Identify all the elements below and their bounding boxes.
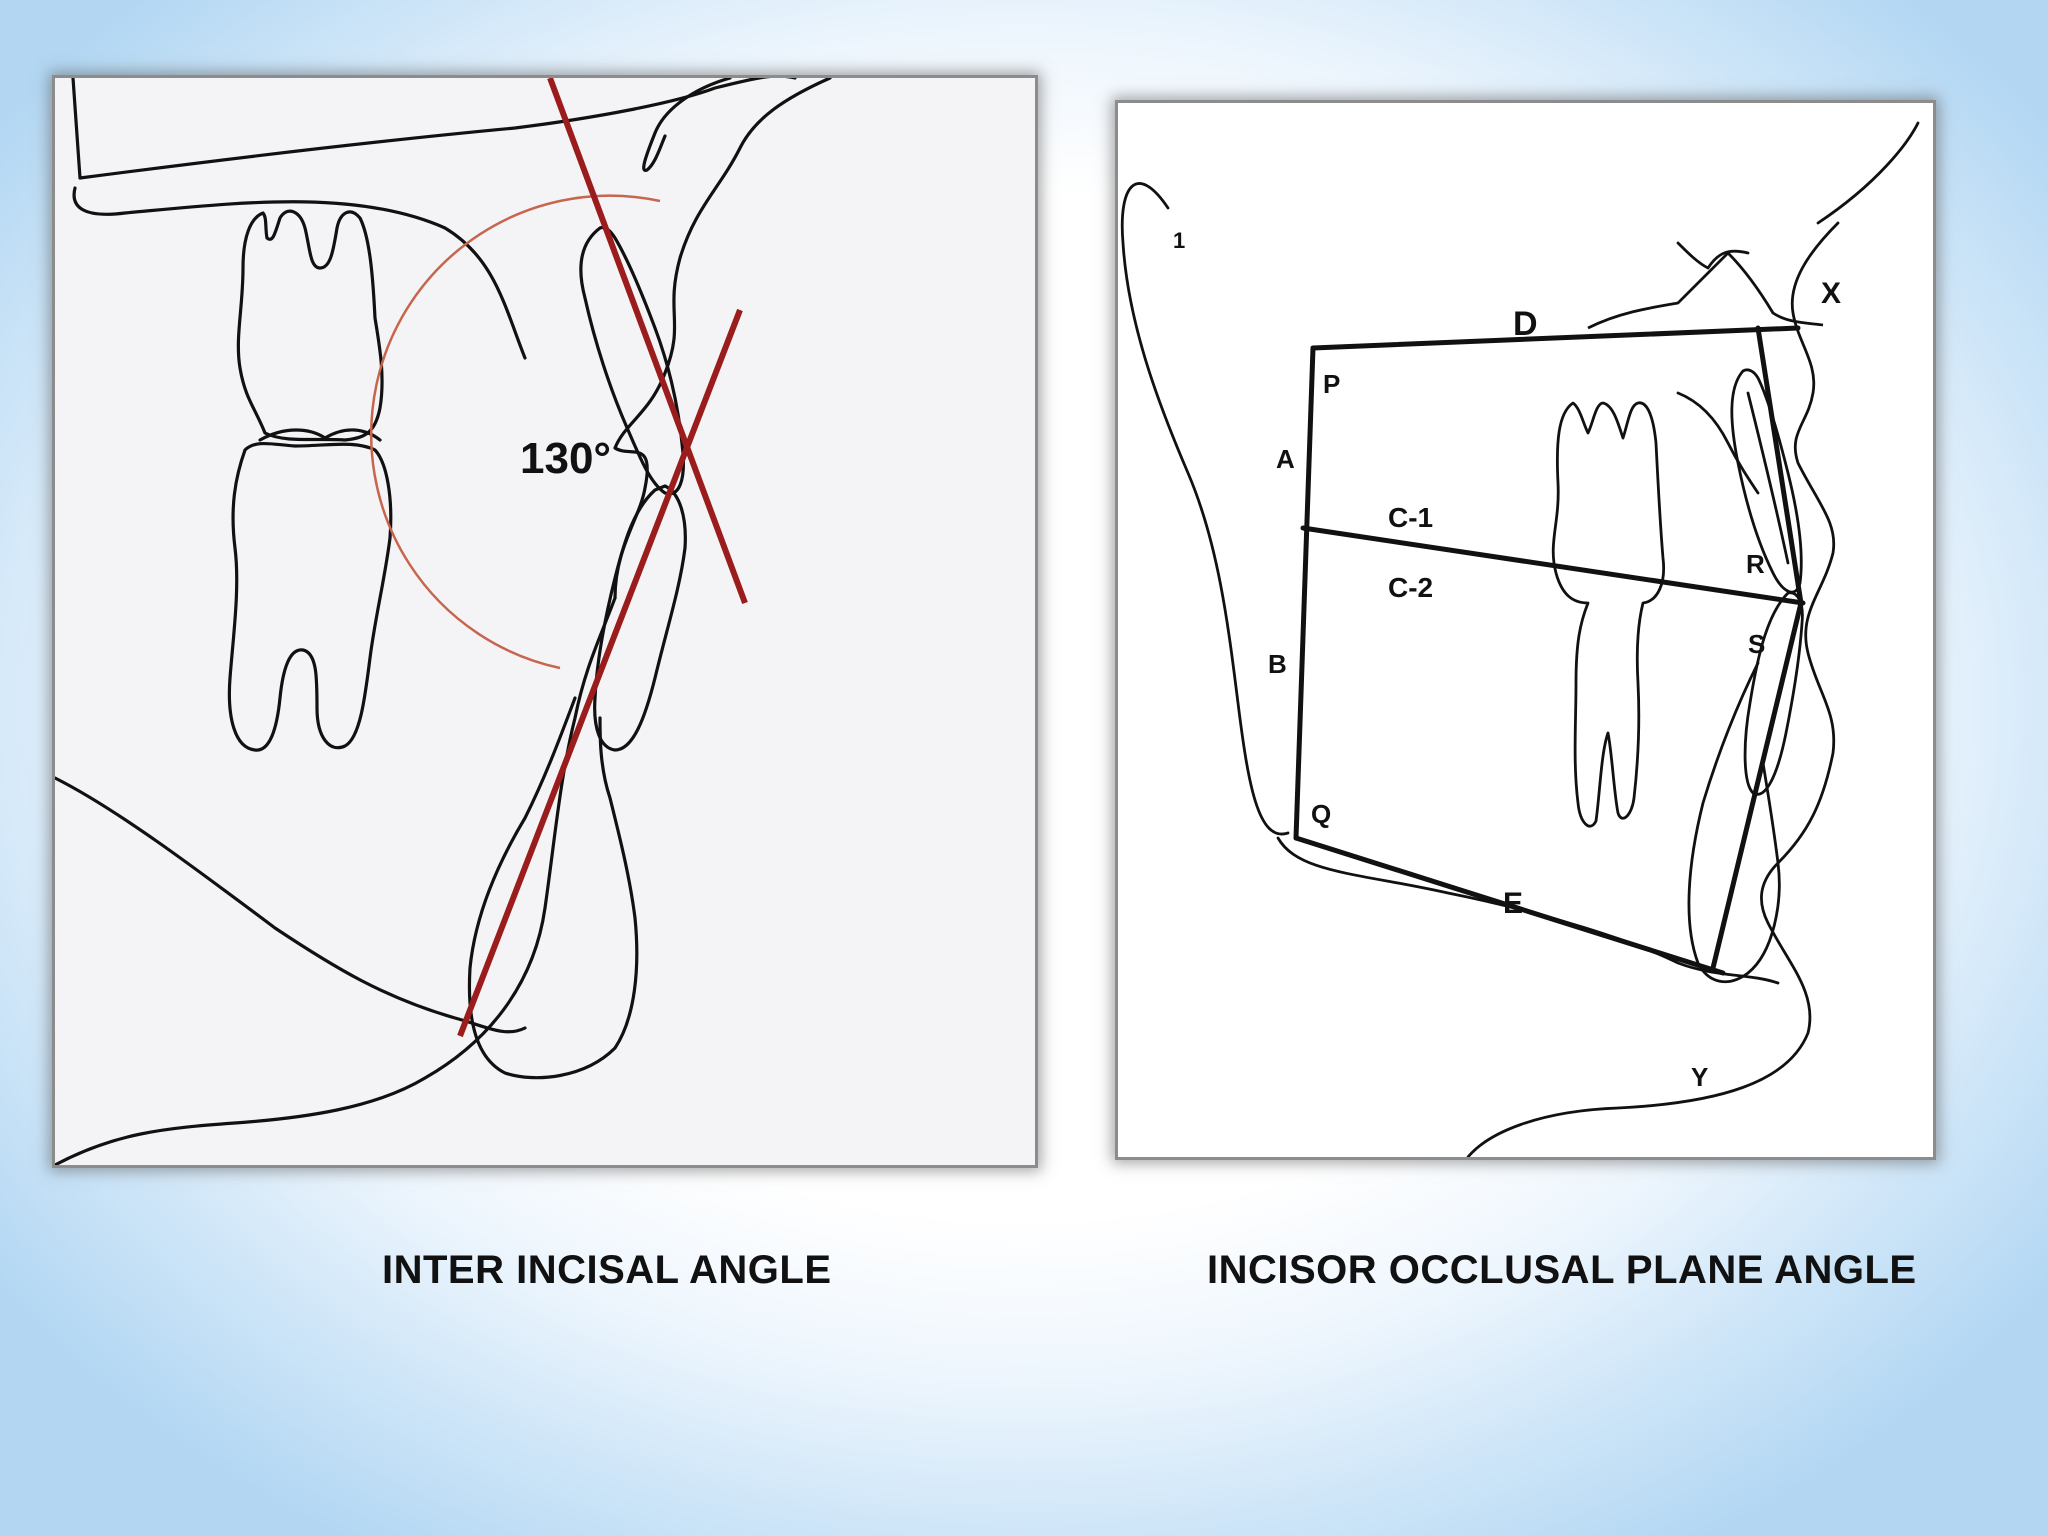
lower-incisor-axis-line <box>457 308 743 1038</box>
chin-profile <box>55 596 617 1165</box>
label-q: Q <box>1311 799 1331 829</box>
upper-lip-contour <box>1676 391 1760 495</box>
mandible-border <box>55 776 527 1034</box>
label-y: Y <box>1691 1062 1708 1092</box>
upper-incisor-inner <box>1746 391 1790 565</box>
line-c <box>1300 525 1806 606</box>
line-sy <box>1710 600 1804 971</box>
line-pq <box>1293 345 1316 841</box>
inter-incisal-angle-caption: INTER INCISAL ANGLE <box>382 1248 832 1292</box>
upper-incisor <box>1730 368 1803 594</box>
palate-outline <box>72 186 527 360</box>
symphysis-outline <box>467 696 639 1080</box>
nose-outline <box>1676 241 1750 270</box>
line-xr <box>1755 325 1804 606</box>
label-c1: C-1 <box>1388 502 1433 533</box>
label-s: S <box>1748 629 1765 659</box>
angle-arc <box>370 194 661 670</box>
line-e <box>1293 835 1726 976</box>
nasal-floor-lines <box>1587 251 1824 330</box>
molar-contact <box>258 428 382 442</box>
label-b: B <box>1268 649 1287 679</box>
label-x: X <box>1821 277 1841 310</box>
incisor-occlusal-plane-angle-caption: INCISOR OCCLUSAL PLANE ANGLE <box>1207 1248 1917 1292</box>
upper-molar <box>236 209 384 442</box>
lower-molar <box>227 441 393 752</box>
lower-incisor <box>593 484 687 752</box>
label-e: E <box>1503 887 1523 920</box>
incisor-occlusal-diagram: D X P A C-1 C-2 R S B Q E Y 1 <box>1120 121 1920 1157</box>
upper-incisor <box>579 225 686 496</box>
inter-incisal-diagram: 130° <box>55 78 832 1165</box>
lip-profile <box>1466 221 1840 1157</box>
label-r: R <box>1746 549 1765 579</box>
angle-label: 130° <box>520 434 611 483</box>
maxilla-outline <box>71 78 797 180</box>
inter-incisal-diagram-panel: 130° <box>55 78 1035 1165</box>
label-p: P <box>1323 369 1340 399</box>
label-d: D <box>1513 305 1538 343</box>
molar-tooth <box>1551 401 1666 828</box>
label-one: 1 <box>1173 228 1185 253</box>
upper-incisor-axis-line <box>547 78 748 605</box>
nose-profile <box>642 78 732 172</box>
label-a: A <box>1276 444 1295 474</box>
ramus-outline <box>1120 182 1290 836</box>
chin-outline <box>1816 121 1920 225</box>
label-c2: C-2 <box>1388 572 1433 603</box>
lower-incisor-root <box>1687 661 1781 983</box>
incisor-occlusal-diagram-panel: D X P A C-1 C-2 R S B Q E Y 1 <box>1118 103 1933 1157</box>
line-d <box>1310 325 1801 351</box>
